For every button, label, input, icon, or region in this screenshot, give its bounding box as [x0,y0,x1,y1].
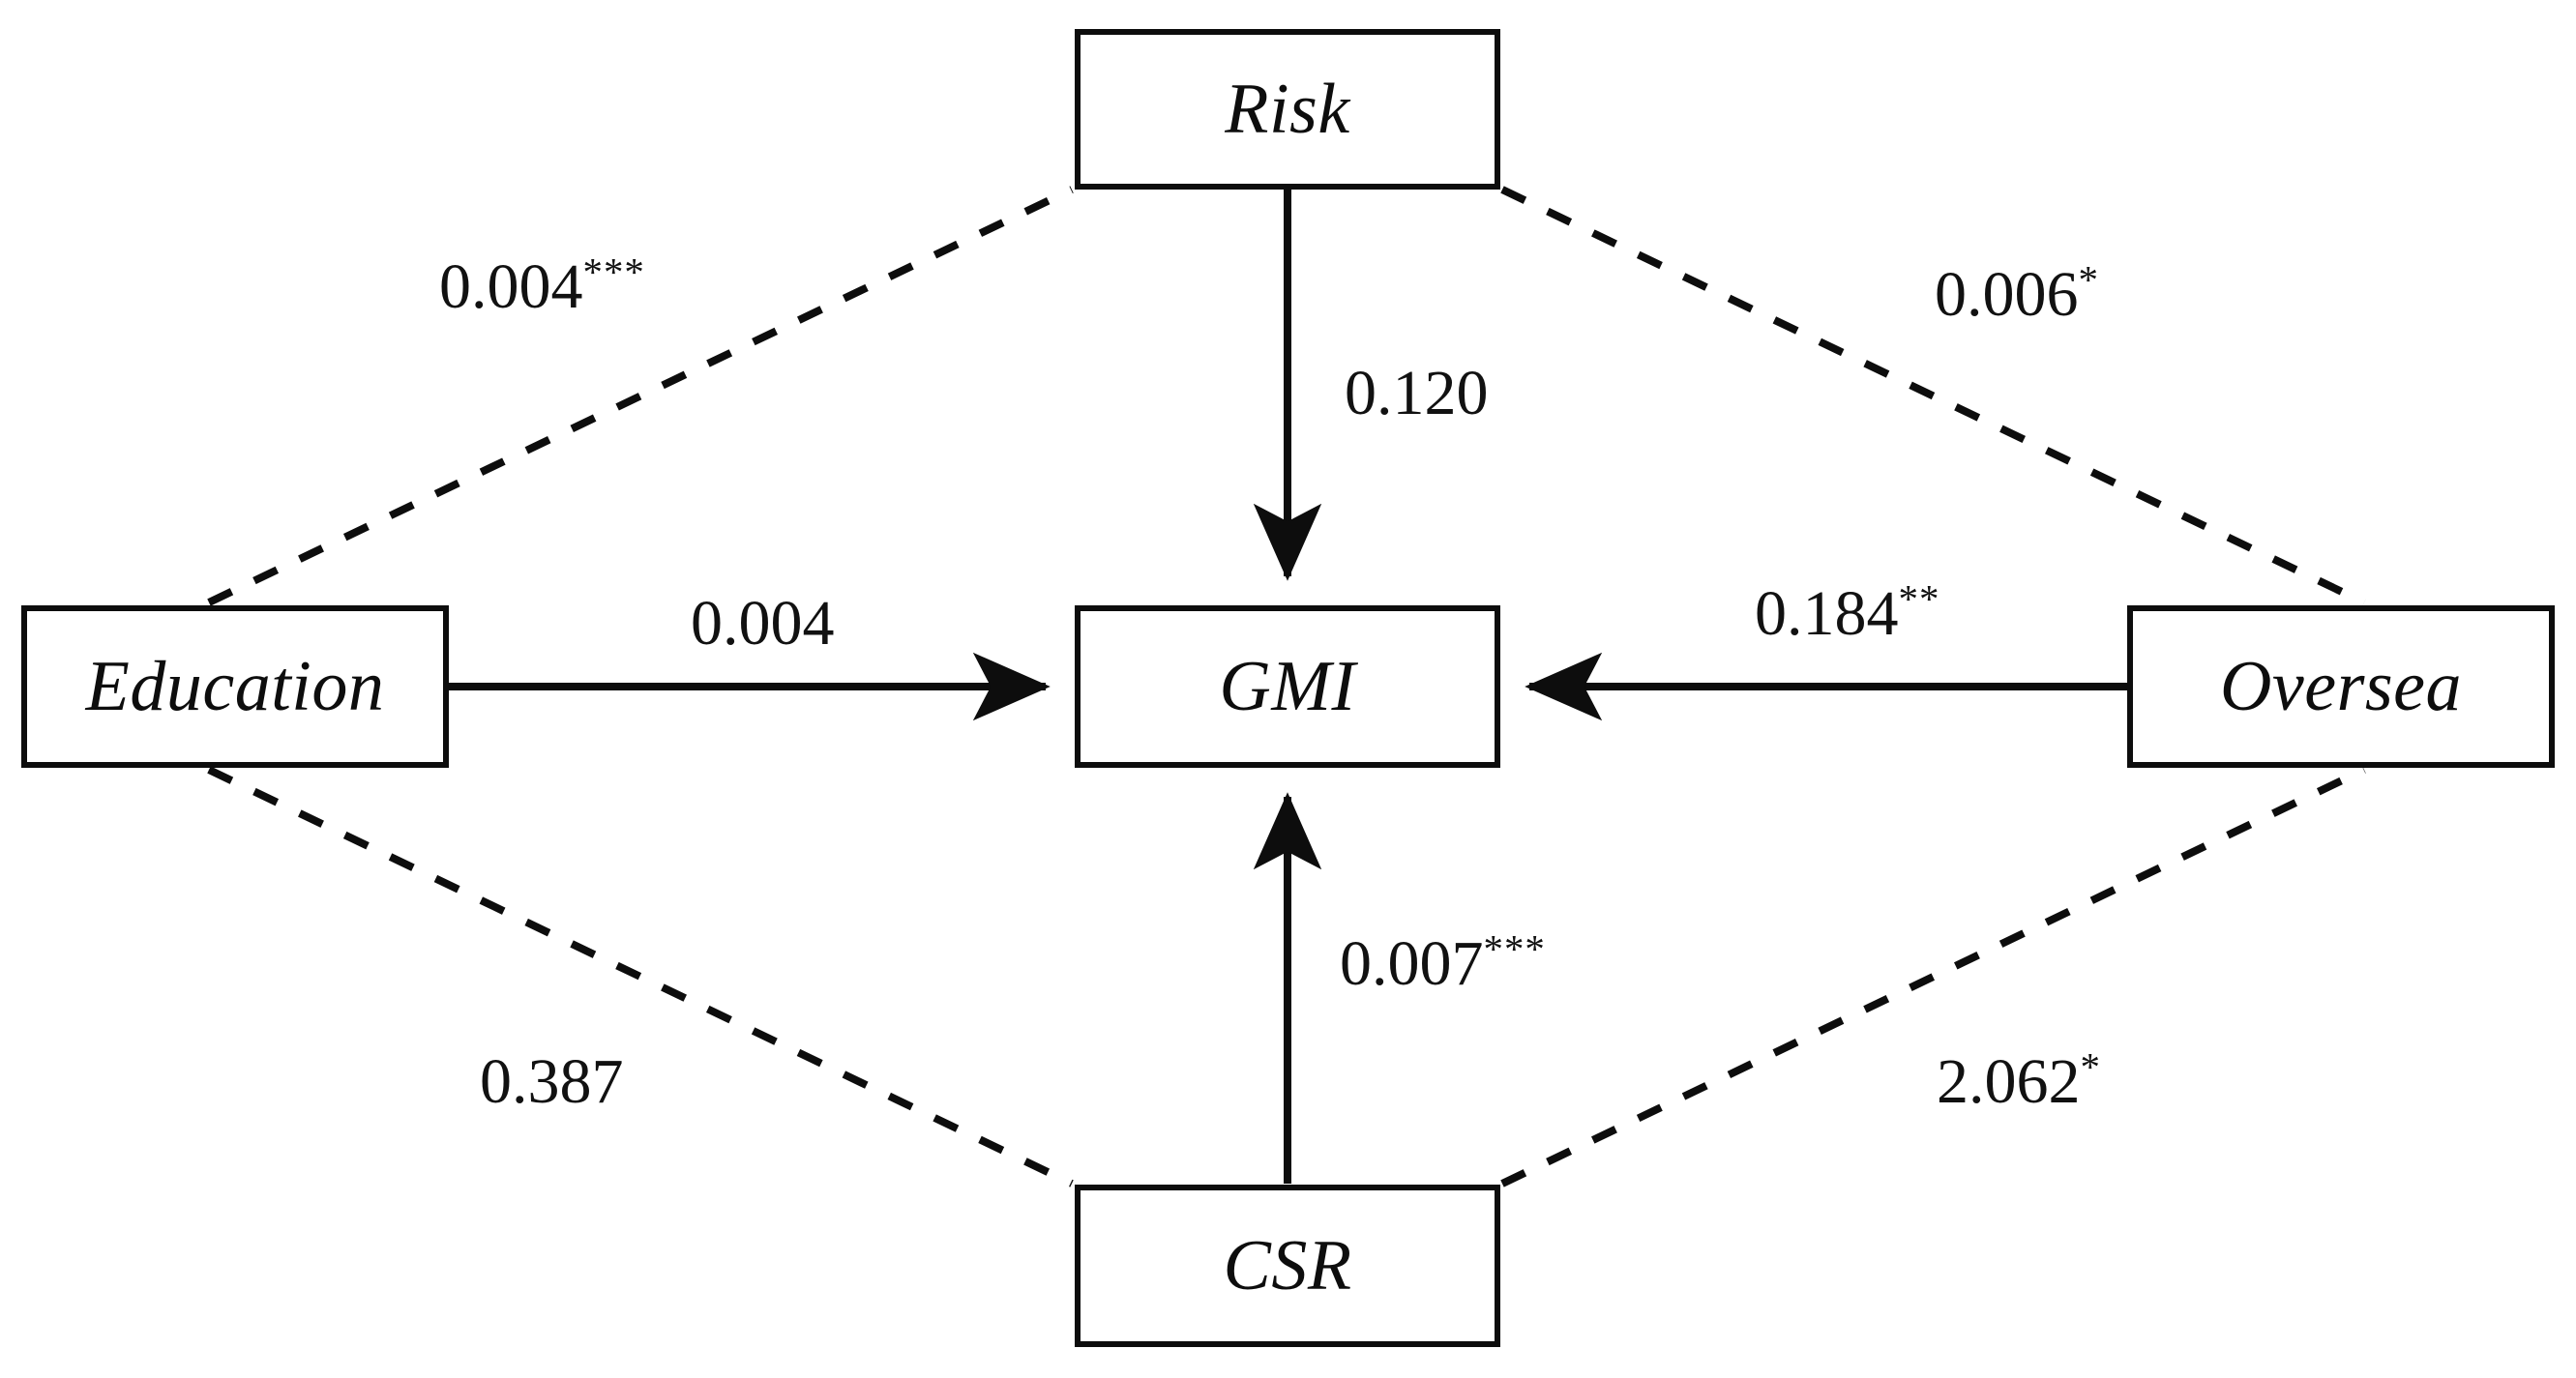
significance-stars: *** [582,250,645,294]
edge-education-csr [207,766,1074,1187]
coefficient-value: 0.387 [480,1046,624,1117]
edge-risk-oversea [1500,186,2366,606]
coefficient-value: 0.007 [1340,928,1484,999]
significance-stars: ** [1898,577,1940,621]
significance-stars: * [2080,1045,2101,1089]
coefficient-value: 2.062 [1937,1046,2081,1117]
edge-label-risk-gmi: 0.120 [1339,358,1495,427]
node-gmi-label: GMI [1219,647,1356,726]
node-csr-label: CSR [1223,1226,1352,1305]
edge-label-education-risk: 0.004*** [433,251,651,321]
coefficient-value: 0.120 [1345,358,1489,428]
node-csr[interactable]: CSR [1075,1185,1500,1347]
node-education[interactable]: Education [21,605,449,768]
node-education-label: Education [85,647,385,726]
edge-label-risk-oversea: 0.006* [1929,259,2105,329]
edge-label-education-gmi: 0.004 [685,588,841,658]
edge-education-risk [207,186,1074,606]
edge-csr-oversea [1500,766,2366,1187]
coefficient-value: 0.184 [1755,578,1899,649]
node-oversea[interactable]: Oversea [2127,605,2555,768]
coefficient-value: 0.006 [1935,259,2079,330]
significance-stars: * [2078,258,2099,302]
node-gmi[interactable]: GMI [1075,605,1500,768]
node-risk[interactable]: Risk [1075,29,1500,190]
coefficient-value: 0.004 [691,588,835,659]
node-oversea-label: Oversea [2219,647,2463,726]
significance-stars: *** [1483,927,1546,971]
edge-label-csr-gmi: 0.007*** [1334,928,1552,998]
edge-label-oversea-gmi: 0.184** [1749,577,1946,649]
coefficient-value: 0.004 [439,251,583,322]
node-risk-label: Risk [1225,70,1350,149]
edge-label-csr-oversea: 2.062* [1931,1046,2107,1116]
edge-label-education-csr: 0.387 [474,1046,630,1116]
